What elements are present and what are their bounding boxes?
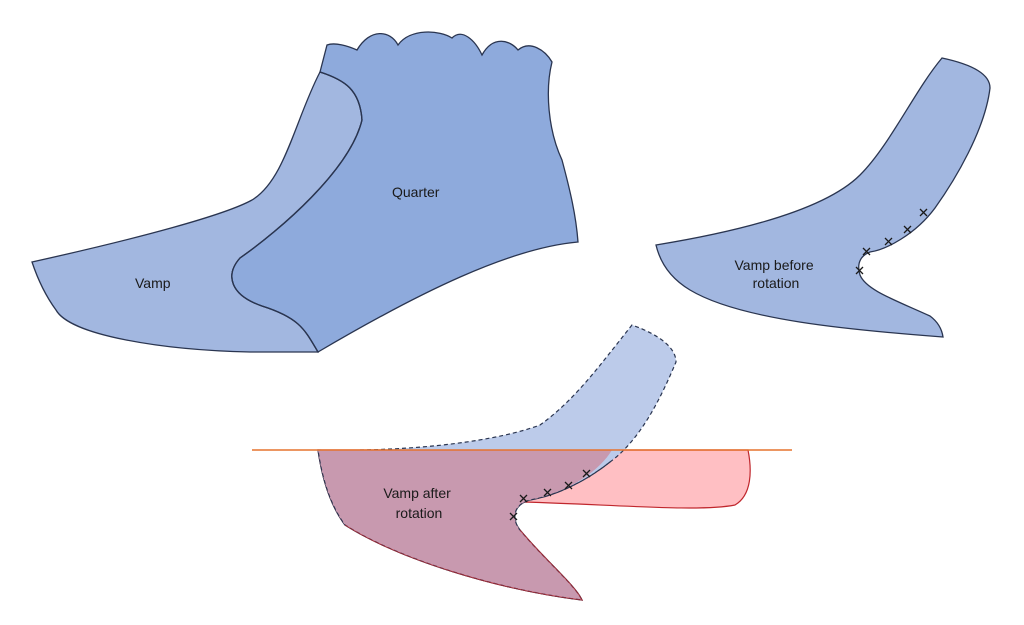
vamp-quarter-seam [231,71,363,353]
stitch-marks-after [509,469,591,521]
vamp-after-label: Vamp after rotation [383,485,454,521]
stitch-mark [509,512,518,521]
stitch-mark [582,469,591,478]
overlap-outline [317,449,611,601]
stitch-mark [564,481,573,490]
stitch-marks-before [855,208,928,275]
vamp-after-rotation: Vamp after rotation [252,324,792,601]
stitch-mark [884,237,893,246]
vamp-before-piece [655,57,991,338]
vamp-before-label: Vamp before rotation [734,257,817,291]
stitch-mark [543,488,552,497]
overlap-region [318,450,612,600]
stitch-mark [862,247,871,256]
stitch-mark [903,225,912,234]
stitch-mark [919,208,928,217]
stitch-mark [855,266,864,275]
assembled-upper: Vamp Quarter [31,31,579,353]
quarter-label: Quarter [392,184,440,200]
vamp-label: Vamp [135,275,171,291]
stitch-mark [519,494,528,503]
overlap-red-edge [344,524,583,601]
vamp-before-rotation: Vamp before rotation [655,57,991,338]
